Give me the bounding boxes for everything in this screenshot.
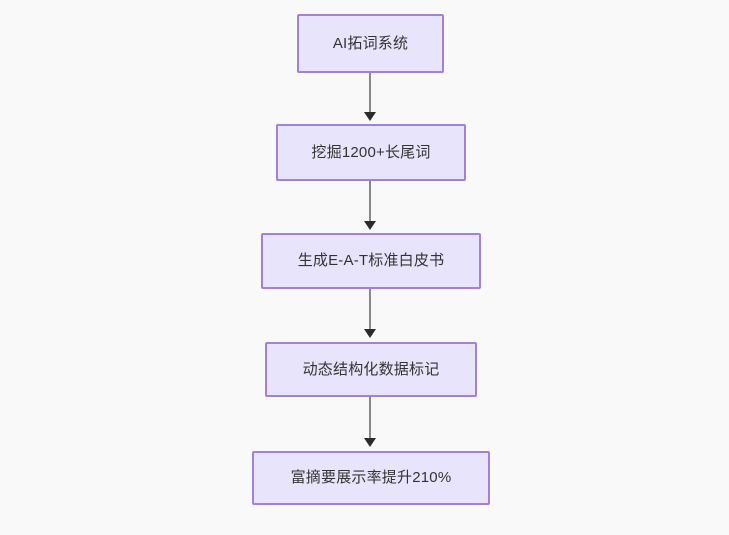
flowchart-edge-4-line: [369, 397, 371, 442]
flowchart-node-2-label: 挖掘1200+长尾词: [311, 143, 431, 161]
flowchart-edge-2-arrow-icon: [364, 221, 376, 230]
flowchart-edge-4-arrow-icon: [364, 438, 376, 447]
flowchart-node-4[interactable]: 动态结构化数据标记: [265, 342, 477, 397]
flowchart-edge-2-line: [369, 181, 371, 225]
flowchart-node-5-label: 富摘要展示率提升210%: [290, 469, 452, 486]
flowchart-node-4-label: 动态结构化数据标记: [302, 360, 440, 378]
flowchart-node-1-label: AI拓词系统: [332, 34, 409, 52]
flowchart-edge-1-line: [369, 73, 371, 116]
flowchart-node-3-label: 生成E-A-T标准白皮书: [297, 252, 445, 269]
flowchart-edge-3-line: [369, 289, 371, 333]
flowchart-node-2[interactable]: 挖掘1200+长尾词: [276, 124, 466, 181]
flowchart-edge-3-arrow-icon: [364, 329, 376, 338]
flowchart-node-1[interactable]: AI拓词系统: [297, 14, 444, 73]
flowchart-node-5[interactable]: 富摘要展示率提升210%: [252, 451, 490, 505]
flowchart-node-3[interactable]: 生成E-A-T标准白皮书: [261, 233, 481, 289]
flowchart-edge-1-arrow-icon: [364, 112, 376, 121]
